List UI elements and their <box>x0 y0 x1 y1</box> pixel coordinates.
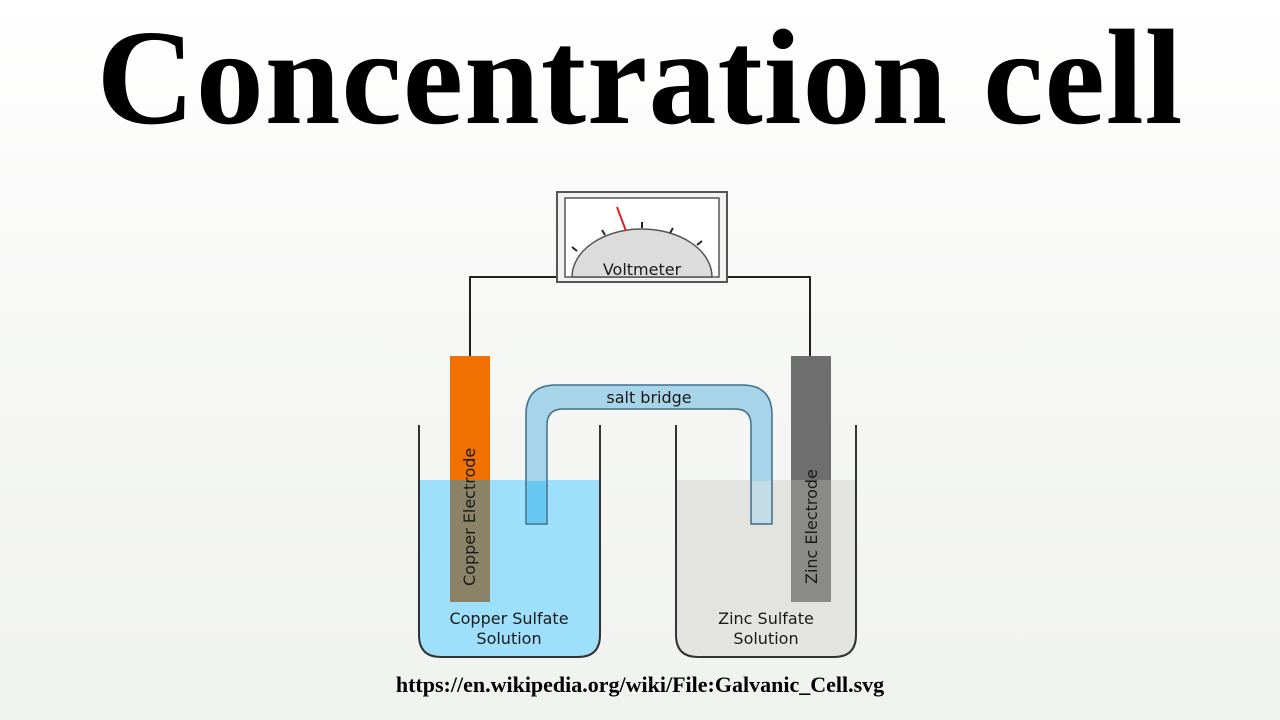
zinc-electrode-label: Zinc Electrode <box>802 469 821 584</box>
left-wire <box>469 276 557 356</box>
voltmeter-needle <box>616 206 627 232</box>
zinc-sulfate-label-line1: Zinc Sulfate <box>718 609 814 628</box>
salt-bridge <box>525 384 773 525</box>
salt-bridge-label: salt bridge <box>606 388 691 407</box>
salt-bridge-left-immersed <box>527 481 546 523</box>
voltmeter-label: Voltmeter <box>603 260 682 279</box>
dial-tick <box>601 229 606 236</box>
copper-electrode-immersed <box>450 480 490 602</box>
zinc-electrode <box>791 356 831 480</box>
zinc-electrode-immersed <box>791 480 831 602</box>
copper-sulfate-label-line2: Solution <box>476 629 541 648</box>
voltmeter-dial <box>571 228 713 278</box>
right-beaker <box>675 425 857 658</box>
voltmeter: Voltmeter <box>556 191 728 283</box>
salt-bridge-right-immersed <box>752 481 771 523</box>
left-beaker <box>418 425 601 658</box>
source-url: https://en.wikipedia.org/wiki/File:Galva… <box>395 672 885 697</box>
page-title: Concentration cell <box>96 3 1184 153</box>
dial-tick <box>669 227 674 234</box>
zinc-sulfate-label-line2: Solution <box>733 629 798 648</box>
dial-tick <box>571 246 578 252</box>
copper-sulfate-label-line1: Copper Sulfate <box>449 609 568 628</box>
copper-electrode-label: Copper Electrode <box>460 448 479 586</box>
copper-electrode <box>450 356 490 480</box>
dial-tick <box>696 240 703 246</box>
right-wire <box>727 276 811 356</box>
